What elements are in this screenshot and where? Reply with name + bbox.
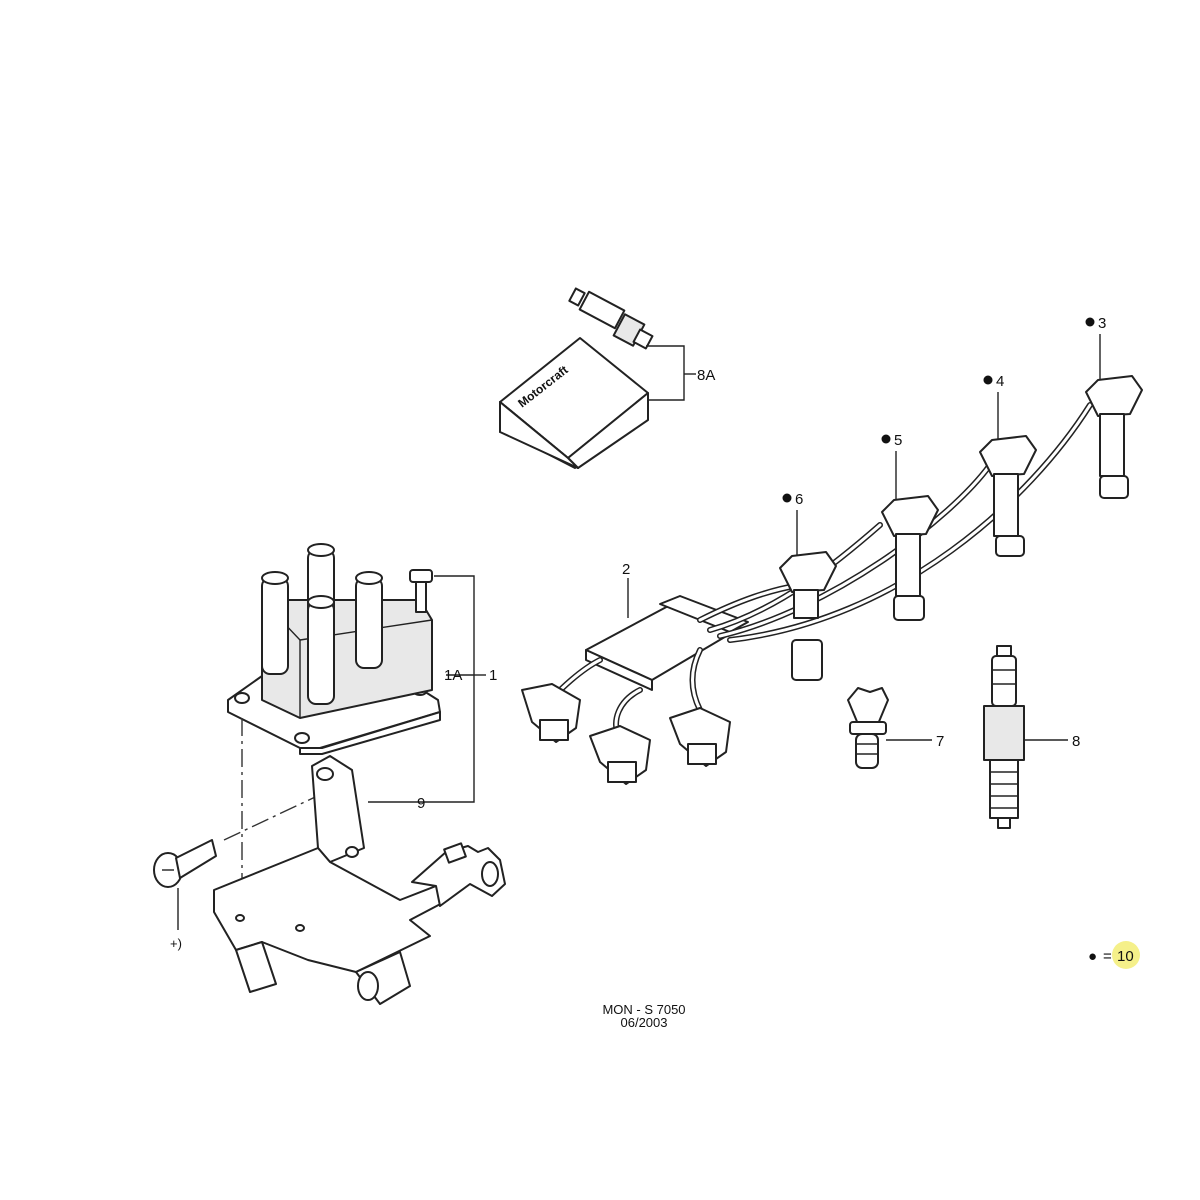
callout-8A: 8A bbox=[697, 367, 715, 384]
ignition-coil bbox=[227, 543, 441, 755]
callout-1A: 1A bbox=[444, 667, 462, 684]
coil-screw bbox=[409, 569, 433, 613]
callout-6: 6 bbox=[795, 491, 803, 508]
spark-plug-kit: Motorcraft 8A bbox=[499, 287, 715, 469]
callout-5: 5 bbox=[894, 432, 902, 449]
boot-6 bbox=[779, 551, 837, 681]
bracket-8A bbox=[646, 345, 685, 401]
callout-plus: +) bbox=[170, 936, 182, 951]
bracket-screw bbox=[153, 839, 217, 888]
boot-5 bbox=[881, 495, 939, 621]
dot-6 bbox=[782, 493, 792, 503]
mounting-bracket bbox=[213, 755, 506, 1005]
bracket-1 bbox=[368, 575, 475, 803]
ignition-lead-set bbox=[521, 375, 1143, 785]
dot-3 bbox=[1085, 317, 1095, 327]
kit-spark-plug bbox=[568, 287, 654, 350]
boot-4 bbox=[979, 435, 1037, 557]
footer-date: 06/2003 bbox=[621, 1015, 668, 1030]
motorcraft-box: Motorcraft bbox=[499, 337, 649, 469]
callout-3: 3 bbox=[1098, 315, 1106, 332]
callout-1: 1 bbox=[489, 667, 497, 684]
dot-5 bbox=[881, 434, 891, 444]
callout-9: 9 bbox=[417, 795, 425, 812]
boot-3 bbox=[1085, 375, 1143, 499]
dot-4 bbox=[983, 375, 993, 385]
footer-code: MON - S 7050 bbox=[602, 1002, 685, 1017]
legend-highlight bbox=[1112, 941, 1140, 969]
legend-equals: = bbox=[1103, 948, 1112, 965]
legend-value: 10 bbox=[1117, 948, 1134, 965]
callout-8: 8 bbox=[1072, 733, 1080, 750]
legend-symbol: ● bbox=[1088, 948, 1097, 965]
legend: ● = 10 bbox=[1088, 941, 1140, 969]
callout-7: 7 bbox=[936, 733, 944, 750]
connector-clip bbox=[847, 687, 889, 769]
callout-4: 4 bbox=[996, 373, 1004, 390]
spark-plug bbox=[983, 645, 1025, 829]
callout-2: 2 bbox=[622, 561, 630, 578]
